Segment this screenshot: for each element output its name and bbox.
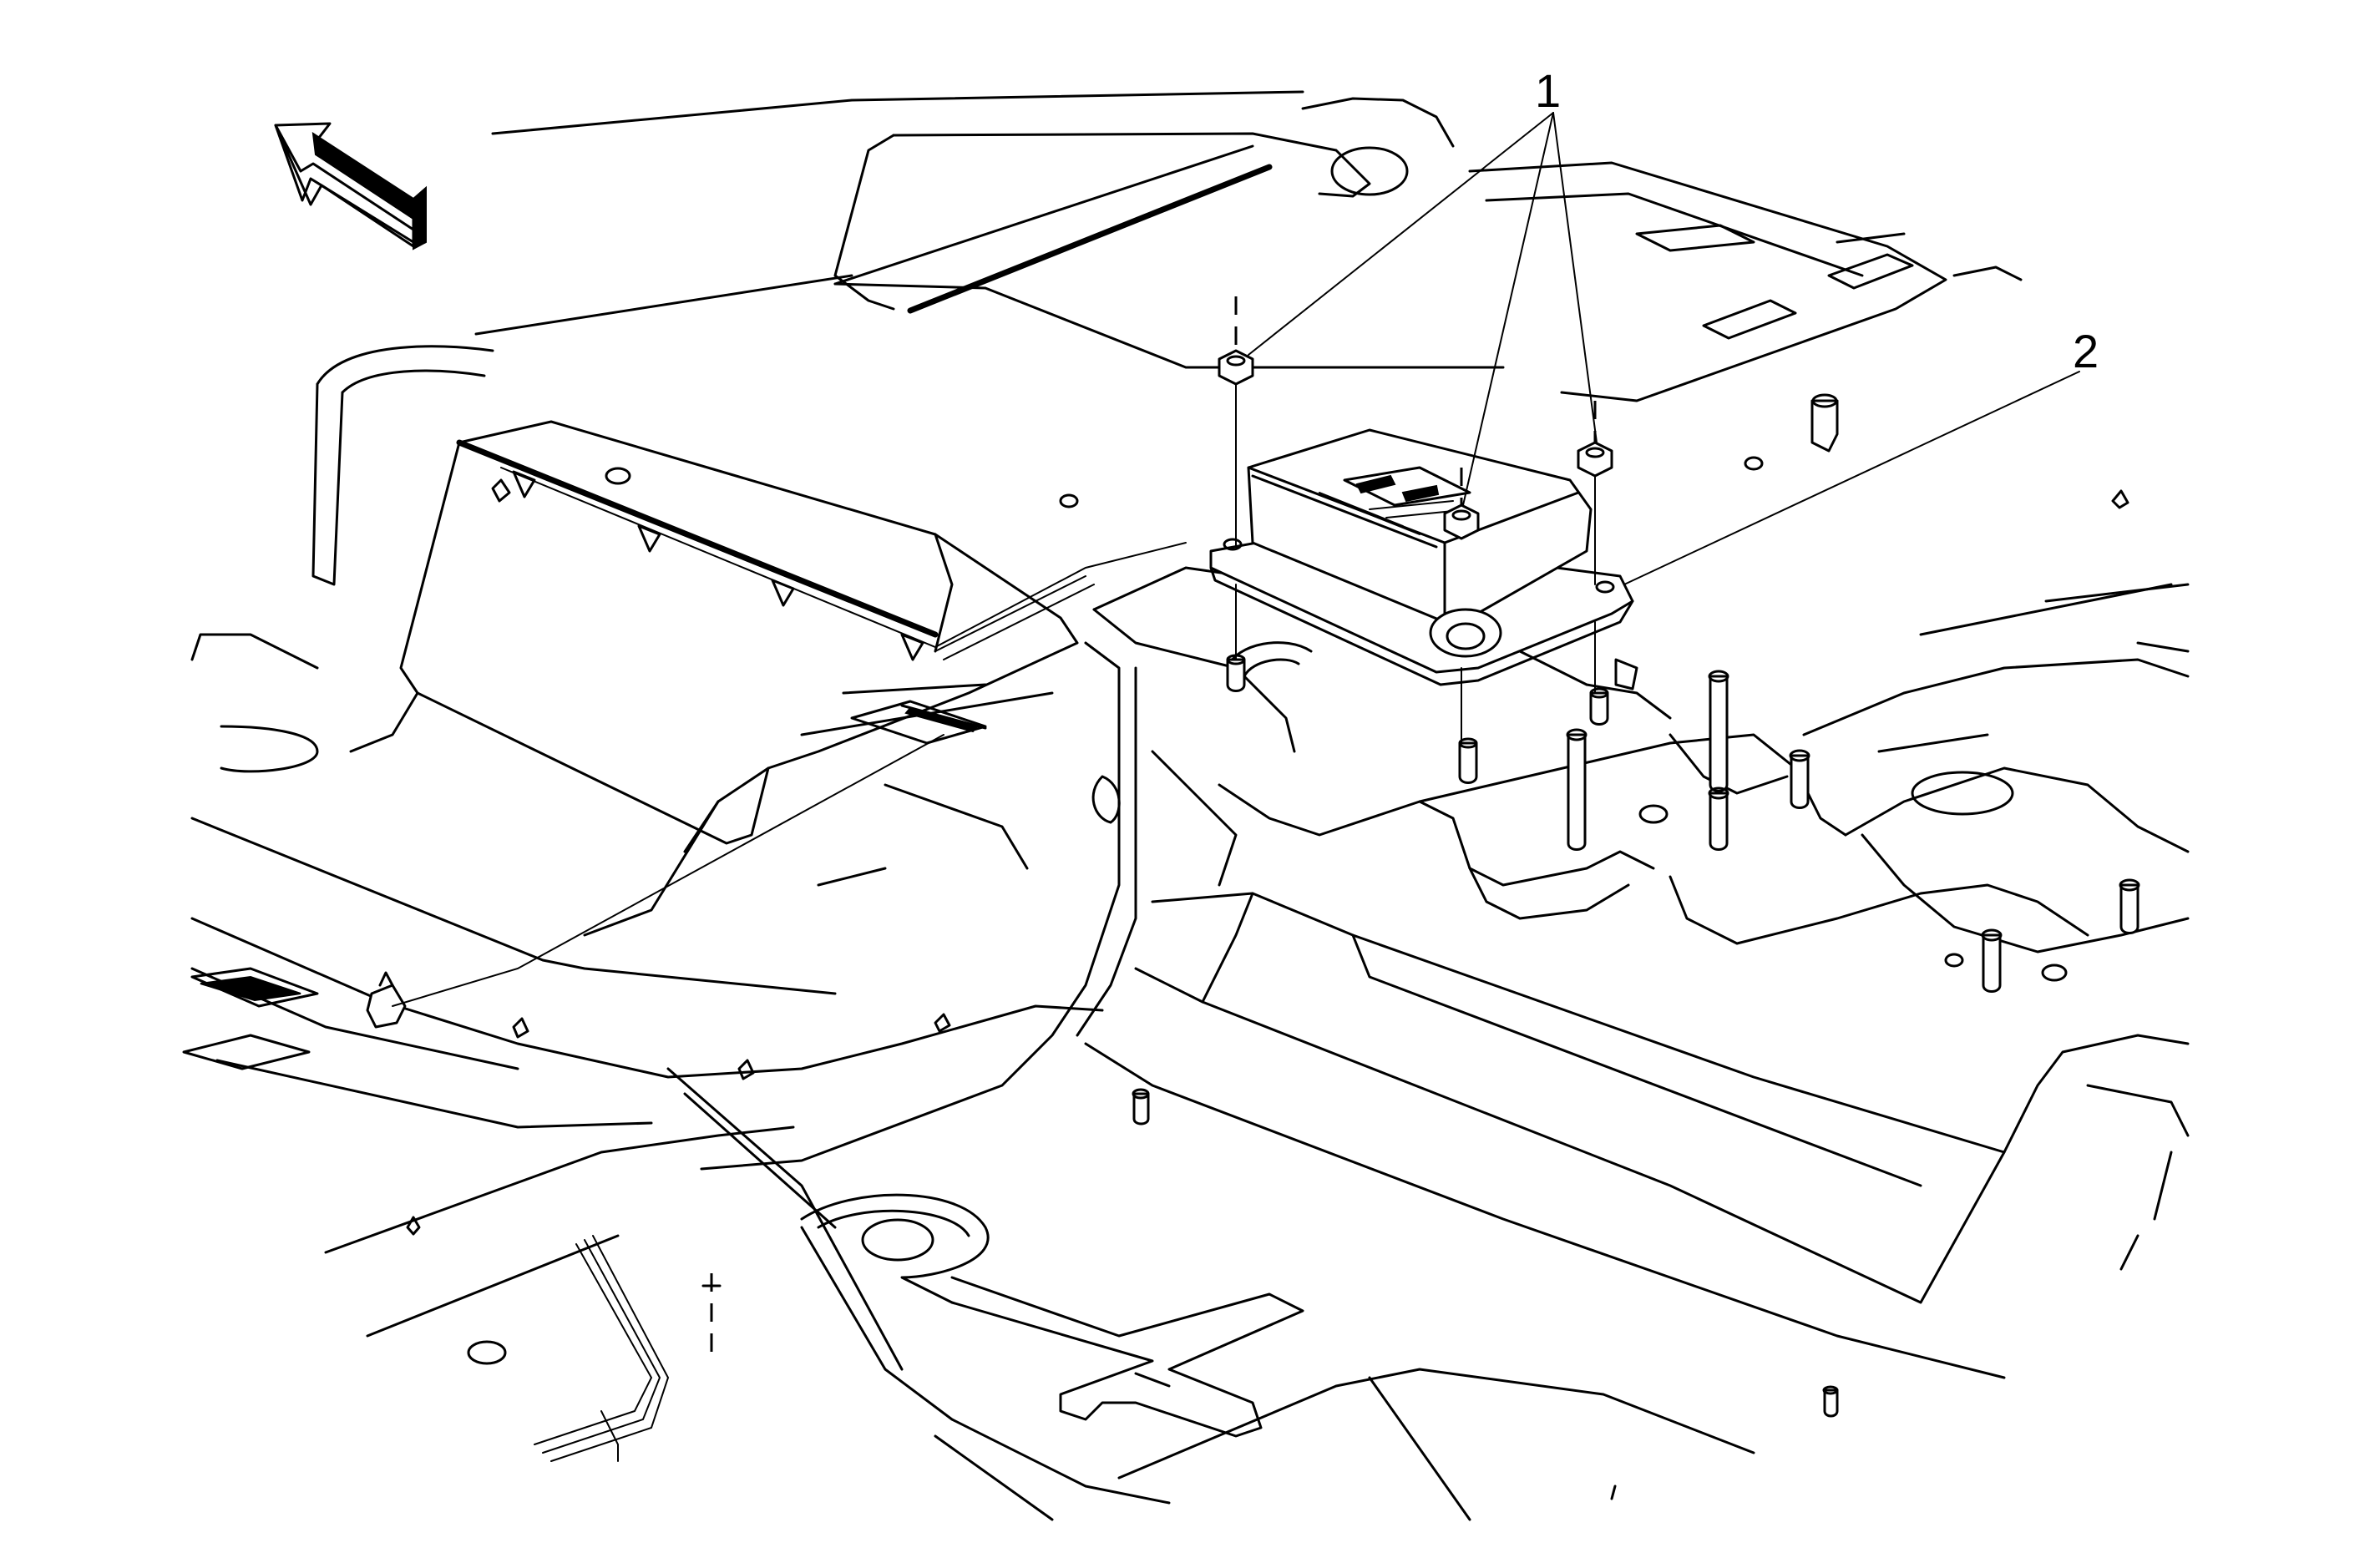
stud (1589, 687, 1609, 726)
stud (2119, 878, 2140, 934)
floor-slot (850, 700, 987, 745)
stud (1566, 728, 1588, 851)
stud (1708, 787, 1729, 851)
stud (1810, 393, 1839, 453)
stud (1614, 658, 1638, 690)
floor-slot (182, 967, 319, 1070)
nut (1218, 349, 1254, 386)
callout-1-label: 1 (1535, 64, 1561, 117)
leader-lines (1248, 112, 2080, 585)
stud (1226, 654, 1246, 692)
stud (1981, 928, 2003, 993)
stud (1708, 670, 1729, 792)
nut (1443, 503, 1480, 540)
stud (1458, 737, 1478, 784)
stud (1132, 1088, 1150, 1126)
nut (1577, 441, 1613, 478)
stud (1822, 1385, 1839, 1418)
mounting-studs (1132, 393, 2140, 1418)
forward-direction-arrow-icon (274, 122, 427, 250)
floor-pan (182, 90, 2190, 1521)
stud (1789, 749, 1810, 809)
control-module (1209, 428, 1634, 686)
callout-2-label: 2 (2073, 325, 2099, 377)
